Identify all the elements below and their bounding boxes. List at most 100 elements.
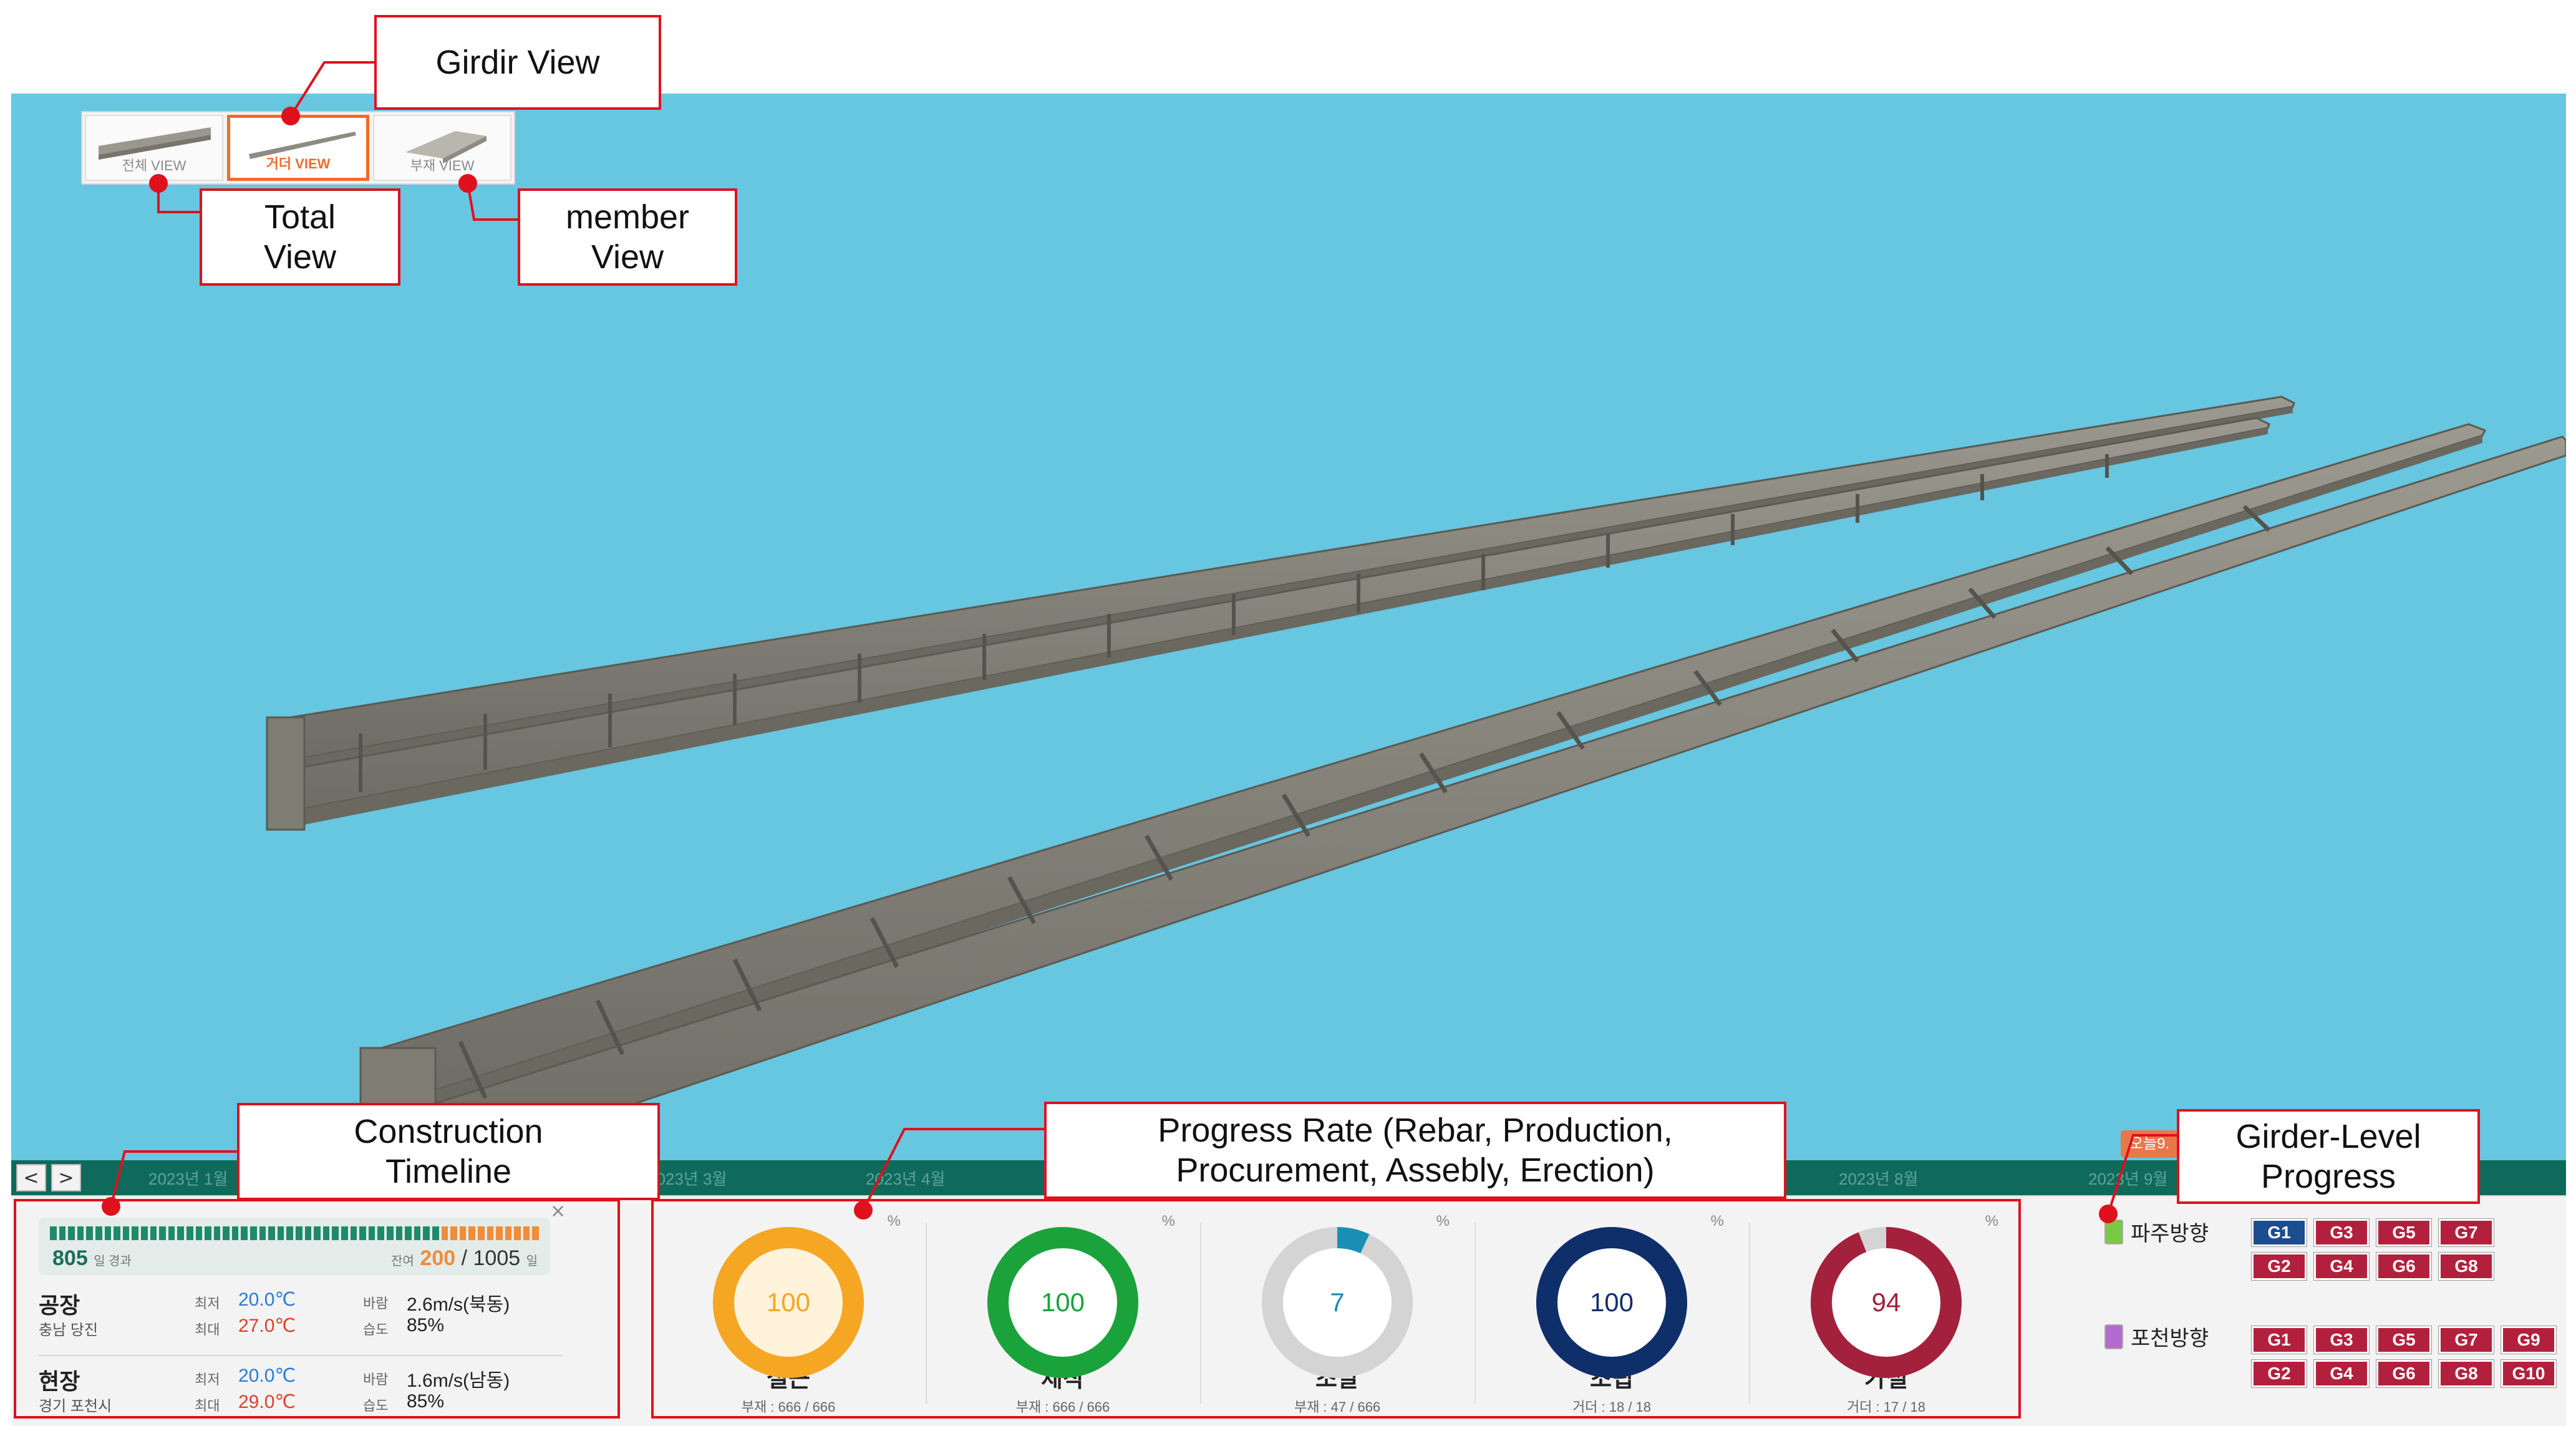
period-segment-elapsed xyxy=(377,1226,384,1240)
3d-viewport[interactable] xyxy=(11,94,2566,1160)
weather-location: 충남 당진 xyxy=(39,1322,98,1339)
girder-button-g5[interactable]: G5 xyxy=(2376,1326,2432,1354)
progress-value: 94 xyxy=(1871,1288,1901,1317)
timeline-next-button[interactable]: > xyxy=(51,1164,81,1191)
humidity-label: 습도 xyxy=(363,1398,389,1414)
girder-button-g4[interactable]: G4 xyxy=(2313,1252,2370,1281)
girder-button-g1[interactable]: G1 xyxy=(2251,1218,2307,1247)
timeline-month-label: 2023년 8월 xyxy=(1839,1170,1919,1188)
girder-button-g7[interactable]: G7 xyxy=(2438,1218,2494,1247)
total-view-label: 전체 VIEW xyxy=(122,158,186,173)
period-segment-elapsed xyxy=(86,1226,93,1240)
max-temp-label: 최대 xyxy=(195,1398,220,1414)
total-view-button[interactable]: 전체 VIEW xyxy=(85,115,223,181)
period-segment-remaining xyxy=(505,1226,512,1240)
max-temp-value: 27.0℃ xyxy=(238,1316,296,1336)
progress-value: 7 xyxy=(1330,1288,1345,1317)
progress-ring-arc xyxy=(1536,1227,1687,1378)
period-segment-elapsed xyxy=(159,1226,166,1240)
girder-button-g7[interactable]: G7 xyxy=(2438,1326,2494,1354)
girder-button-g8[interactable]: G8 xyxy=(2438,1252,2494,1281)
progress-ring: 7 xyxy=(1256,1221,1418,1378)
timeline-month-label: 2023년 9월 xyxy=(2088,1170,2168,1188)
girder-button-g1[interactable]: G1 xyxy=(2251,1326,2307,1354)
progress-count: 부재 : 666 / 666 xyxy=(741,1399,836,1415)
min-temp-value: 20.0℃ xyxy=(238,1289,296,1310)
callout-construction-timeline: Construction Timeline xyxy=(237,1103,660,1200)
girder-button-g2[interactable]: G2 xyxy=(2251,1252,2307,1281)
period-segment-elapsed xyxy=(314,1226,321,1240)
today-marker-badge[interactable]: 오늘9. xyxy=(2121,1130,2179,1158)
construction-period-panel: 805 일 경과 잔여 200 / 1005 일 공장 충남 당진 최저 20.… xyxy=(14,1210,606,1416)
period-segment-remaining xyxy=(459,1226,467,1240)
wind-value: 2.6m/s(북동) xyxy=(407,1294,510,1315)
girder-button-g8[interactable]: G8 xyxy=(2438,1359,2494,1388)
period-segment-elapsed xyxy=(177,1226,184,1240)
stage-divider xyxy=(926,1223,927,1404)
remaining-days: 잔여 200 / 1005 일 xyxy=(391,1246,538,1270)
timeline-month-label: 2023년 4월 xyxy=(866,1170,946,1188)
weather-row-factory: 공장 충남 당진 최저 20.0℃ 최대 27.0℃ 바람 2.6m/s(북동)… xyxy=(39,1288,575,1350)
girder-button-g6[interactable]: G6 xyxy=(2376,1252,2432,1281)
humidity-value: 85% xyxy=(407,1315,445,1336)
period-segment-elapsed xyxy=(259,1226,266,1240)
progress-ring-arc xyxy=(987,1227,1138,1378)
girder-view-button[interactable]: 거더 VIEW xyxy=(227,115,369,181)
humidity-label: 습도 xyxy=(363,1322,389,1337)
period-segment-elapsed xyxy=(386,1226,394,1240)
girder-button-g9[interactable]: G9 xyxy=(2501,1326,2557,1354)
girder-button-g5[interactable]: G5 xyxy=(2376,1218,2432,1247)
period-segment-elapsed xyxy=(205,1226,211,1240)
progress-value: 100 xyxy=(1040,1288,1085,1317)
period-segment-elapsed xyxy=(104,1226,112,1240)
timeline-prev-button[interactable]: < xyxy=(16,1164,46,1191)
direction-pocheon-icon xyxy=(2104,1324,2123,1349)
timeline-month-label: 2023년 1월 xyxy=(148,1170,228,1188)
member-view-button[interactable]: 부재 VIEW xyxy=(373,115,511,181)
period-segment-elapsed xyxy=(77,1226,84,1240)
direction-paju-label: 파주방향 xyxy=(2131,1222,2209,1246)
period-segment-elapsed xyxy=(50,1226,57,1240)
period-segment-elapsed xyxy=(268,1226,275,1240)
percent-unit: % xyxy=(1436,1213,1450,1230)
girder-button-g6[interactable]: G6 xyxy=(2376,1359,2432,1388)
progress-count: 거더 : 17 / 18 xyxy=(1846,1399,1926,1415)
progress-ring-arc xyxy=(1811,1227,1962,1378)
stage-divider xyxy=(1474,1223,1476,1404)
girder-button-g10[interactable]: G10 xyxy=(2501,1359,2557,1388)
progress-ring-center xyxy=(1832,1248,1940,1357)
direction-pocheon: 포천방향 xyxy=(2104,1321,2209,1352)
period-segment-elapsed xyxy=(322,1226,330,1240)
stage-divider xyxy=(1200,1223,1201,1404)
close-icon[interactable]: × xyxy=(550,1200,566,1222)
period-segment-remaining xyxy=(468,1226,475,1240)
min-temp-label: 최저 xyxy=(195,1296,220,1311)
period-segment-elapsed xyxy=(304,1226,312,1240)
percent-unit: % xyxy=(1710,1213,1724,1230)
girder-model-render xyxy=(266,395,2566,1160)
period-segment-elapsed xyxy=(213,1226,221,1240)
progress-count: 거더 : 18 / 18 xyxy=(1572,1399,1652,1415)
girder-button-g3[interactable]: G3 xyxy=(2313,1218,2370,1247)
girder-button-g3[interactable]: G3 xyxy=(2313,1326,2370,1354)
period-segment-elapsed xyxy=(423,1226,430,1240)
period-segment-elapsed xyxy=(195,1226,203,1240)
min-temp-label: 최저 xyxy=(195,1372,220,1387)
period-segment-remaining xyxy=(477,1226,485,1240)
period-progress-bar xyxy=(50,1226,540,1240)
girder-button-g2[interactable]: G2 xyxy=(2251,1359,2307,1388)
humidity-value: 85% xyxy=(407,1391,445,1412)
period-segment-elapsed xyxy=(231,1226,239,1240)
period-segment-remaining xyxy=(523,1226,530,1240)
progress-count: 부재 : 47 / 666 xyxy=(1294,1399,1381,1415)
period-segment-elapsed xyxy=(132,1226,138,1240)
girder-button-g4[interactable]: G4 xyxy=(2313,1359,2370,1388)
direction-paju: 파주방향 xyxy=(2104,1216,2209,1247)
callout-dot xyxy=(281,107,300,125)
